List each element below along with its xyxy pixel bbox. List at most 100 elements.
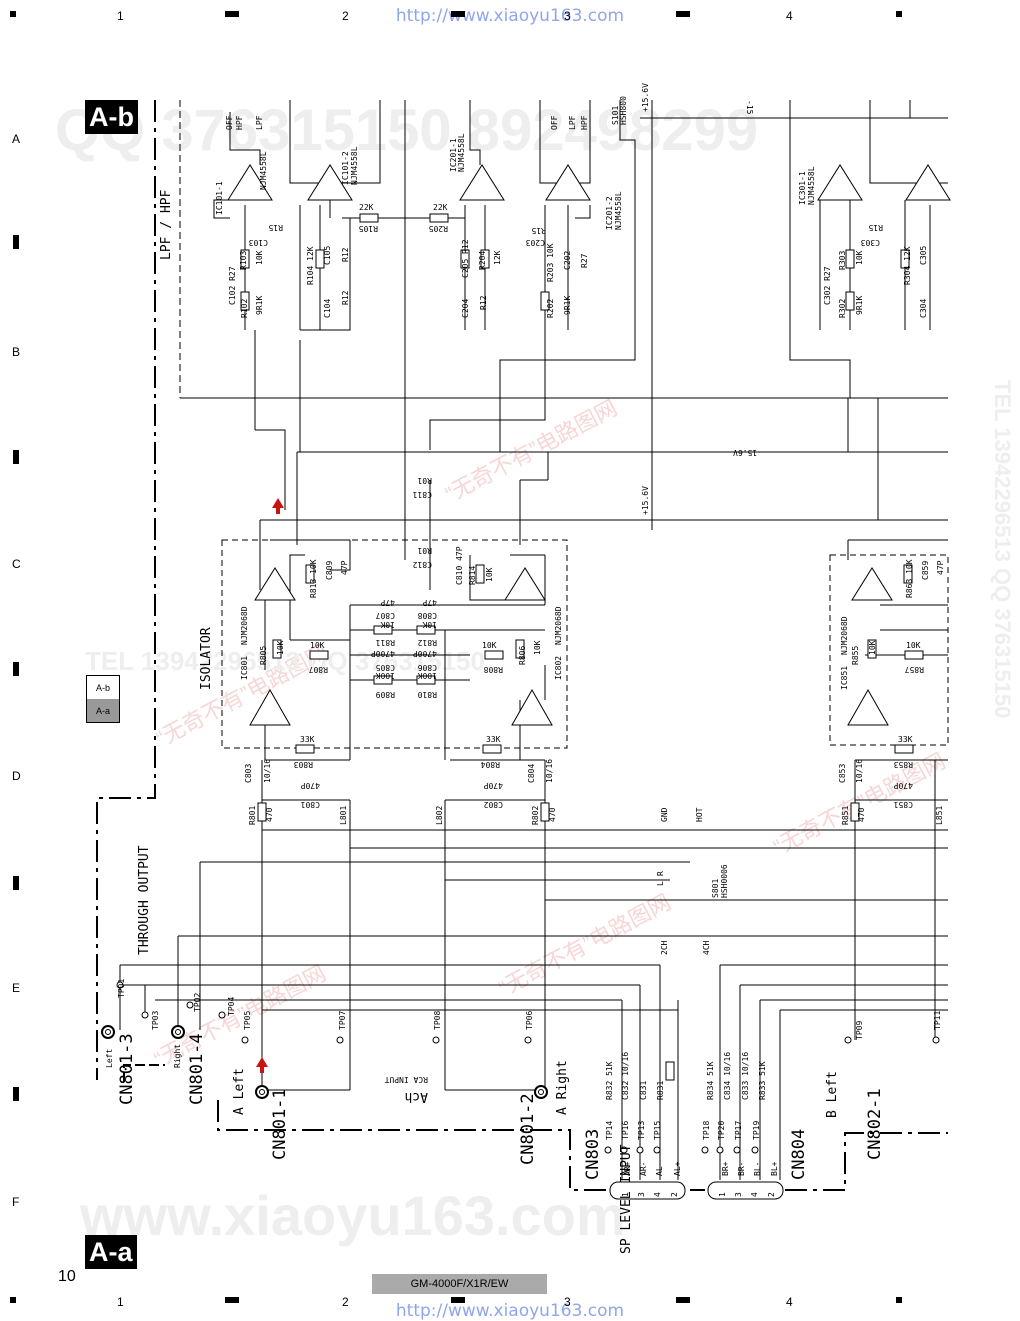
col-marker: 4 bbox=[786, 1295, 793, 1309]
section-tag-top: A-b bbox=[85, 100, 138, 134]
watermark-tel: TEL 13942296513 QQ 376315150 bbox=[990, 380, 1015, 718]
values-v22k-label: 22K bbox=[433, 203, 448, 212]
parts-r803-label: R803 bbox=[294, 760, 313, 769]
edge-mark bbox=[13, 876, 19, 890]
model-label: GM-4000F/X1R/EW bbox=[372, 1274, 547, 1294]
pins-803-1-label: AR- bbox=[639, 1162, 648, 1176]
testpoints-1-label: TP02 bbox=[193, 993, 202, 1012]
pins-803-0-label: AR+ bbox=[623, 1161, 632, 1176]
parts-c808-label: C808 bbox=[418, 611, 437, 620]
switches-off-label: OFF bbox=[550, 115, 559, 130]
connectors-rca-label: RCA INPUT bbox=[384, 1075, 428, 1084]
connector-cn801-2: CN801-2 bbox=[518, 1093, 538, 1165]
parts-r863-label: R863 10K bbox=[905, 559, 914, 598]
values-v9r1k-label: 9R1K bbox=[563, 296, 572, 315]
watermark-url: www.xiaoyu163.com bbox=[79, 1184, 626, 1247]
parts-c832-label: C832 10/16 bbox=[621, 1052, 630, 1100]
ics-ic801-label: IC801 bbox=[240, 656, 249, 680]
values-v12k-label: 12K bbox=[493, 250, 502, 265]
ics-njm4558-label: NJM4558L bbox=[350, 146, 359, 185]
values-v470p-label: 470P bbox=[894, 781, 913, 790]
parts-c205-label: C205 R12 bbox=[461, 239, 470, 278]
pin-nums-0-label: 1 bbox=[621, 1192, 630, 1197]
row-marker: E bbox=[12, 981, 20, 995]
values-v10k-label: 10K bbox=[485, 567, 494, 582]
edge-mark bbox=[13, 1087, 19, 1101]
connector-cn801-4: CN801-4 bbox=[187, 1033, 207, 1105]
mini-map-upper: A-b bbox=[95, 682, 110, 693]
testpoints-11-label: TP14 bbox=[605, 1121, 614, 1140]
parts-c833-label: C833 10/16 bbox=[741, 1052, 750, 1100]
passives bbox=[240, 213, 924, 1081]
watermark-qq: QQ 376315150 892498299 bbox=[55, 98, 758, 163]
parts-r203-label: R203 10K bbox=[546, 243, 555, 282]
ics-ic301-1-label: IC301-1 bbox=[798, 171, 807, 205]
testpoints-10-label: TP13 bbox=[637, 1121, 646, 1140]
connector-cn801-1: CN801-1 bbox=[270, 1088, 290, 1160]
switches-s801-label: S801 bbox=[711, 879, 720, 898]
testpoints-6-label: TP07 bbox=[338, 1011, 347, 1030]
pins-804-3-label: BL+ bbox=[770, 1161, 779, 1176]
parts-r302-label: R302 bbox=[838, 299, 847, 318]
section-tag-bottom: A-a bbox=[85, 1235, 137, 1269]
parts-c105-label: C105 bbox=[323, 246, 332, 265]
parts-c104-label: C104 bbox=[323, 299, 332, 318]
switches-gnd-label: GND bbox=[660, 807, 669, 822]
col-marker: 3 bbox=[564, 1295, 571, 1309]
parts-l801-label: L801 bbox=[339, 806, 348, 825]
ics-ic101-1-label: IC101-1 bbox=[215, 181, 224, 215]
parts-c851-label: C851 bbox=[894, 800, 913, 809]
values-v4700p-label: 4700P bbox=[413, 649, 437, 658]
connectors-a-left-label: A Left bbox=[232, 1068, 247, 1115]
col-marker: 1 bbox=[117, 1295, 124, 1309]
edge-mark bbox=[225, 11, 239, 17]
switches-r-label: R bbox=[656, 871, 665, 876]
parts-c834-label: C834 10/16 bbox=[723, 1052, 732, 1100]
pin-nums-3-label: 2 bbox=[670, 1192, 679, 1197]
pins-803-3-label: AL+ bbox=[673, 1161, 682, 1176]
parts-c202-label: C202 bbox=[563, 251, 572, 270]
parts-r304-label: R304 12K bbox=[903, 246, 912, 285]
parts-r812-label: R812 bbox=[418, 638, 437, 647]
opamp-ic851-1 bbox=[851, 567, 893, 601]
ics-ic101-2-label: IC101-2 bbox=[341, 151, 350, 185]
values-v4700p-label: 4700P bbox=[371, 649, 395, 658]
values-v9r1k-label: 9R1K bbox=[255, 296, 264, 315]
source-url-bottom[interactable]: http://www.xiaoyu163.com bbox=[395, 1301, 625, 1321]
parts-r851-label: R851 bbox=[841, 806, 850, 825]
edge-mark bbox=[451, 1297, 465, 1303]
edge-mark bbox=[13, 662, 19, 676]
parts-r833-label: R833 51K bbox=[758, 1061, 767, 1100]
values-v10k-label: 10K bbox=[255, 250, 264, 265]
opamps bbox=[227, 164, 951, 726]
parts-r857-label: R857 bbox=[905, 665, 924, 674]
page-number: 10 bbox=[58, 1268, 76, 1285]
parts-r834-label: R834 51K bbox=[706, 1061, 715, 1100]
parts-c807-label: C807 bbox=[376, 611, 395, 620]
switches-ch2-label: 2CH bbox=[660, 940, 669, 955]
testpoints-13-label: TP16 bbox=[621, 1121, 630, 1140]
values-v1016-label: 10/16 bbox=[855, 759, 864, 783]
testpoints-5-label: TP06 bbox=[525, 1011, 534, 1030]
connector-cn804: CN804 bbox=[789, 1129, 809, 1180]
values-v470p-label: 470P bbox=[301, 781, 320, 790]
edge-mark bbox=[676, 11, 690, 17]
parts-c853-label: C853 bbox=[838, 764, 847, 783]
connector-cn803: CN803 bbox=[583, 1129, 603, 1180]
block-label-through: THROUGH OUTPUT bbox=[137, 845, 152, 955]
row-marker: B bbox=[12, 345, 20, 359]
parts-c859-label: C859 bbox=[921, 561, 930, 580]
corner-mark bbox=[896, 11, 902, 17]
parts-c303-label: C303 bbox=[861, 238, 880, 247]
pins-803-2-label: AL- bbox=[655, 1162, 664, 1176]
parts-r303-label: R303 bbox=[838, 251, 847, 270]
parts-c811-label: C811 bbox=[413, 490, 432, 499]
values-v1016-label: 10/16 bbox=[545, 759, 554, 783]
pin-nums-3-label: 2 bbox=[767, 1192, 776, 1197]
switches-l-label: L bbox=[656, 881, 665, 886]
values-vr15-label: R15 bbox=[268, 223, 283, 232]
parts-r809-label: R809 bbox=[376, 690, 395, 699]
values-v47p-label: 47P bbox=[340, 560, 349, 575]
parts-r832-label: R832 51K bbox=[605, 1061, 614, 1100]
opamp-ic301-2 bbox=[905, 164, 951, 201]
